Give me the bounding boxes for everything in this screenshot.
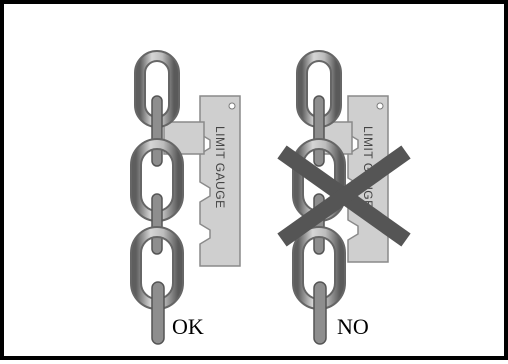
no-label: NO (337, 314, 369, 339)
gauge-text-ok: LIMIT GAUGE (213, 126, 227, 209)
ok-panel: LIMIT GAUGE (130, 50, 241, 345)
ok-label: OK (172, 314, 204, 339)
cross-out-mark (277, 145, 411, 247)
chain-gauge-diagram: LIMIT GAUGE LIMIT GAUGE (130, 50, 411, 345)
chain-ok (130, 50, 184, 345)
no-panel: LIMIT GAUGE (277, 50, 411, 345)
